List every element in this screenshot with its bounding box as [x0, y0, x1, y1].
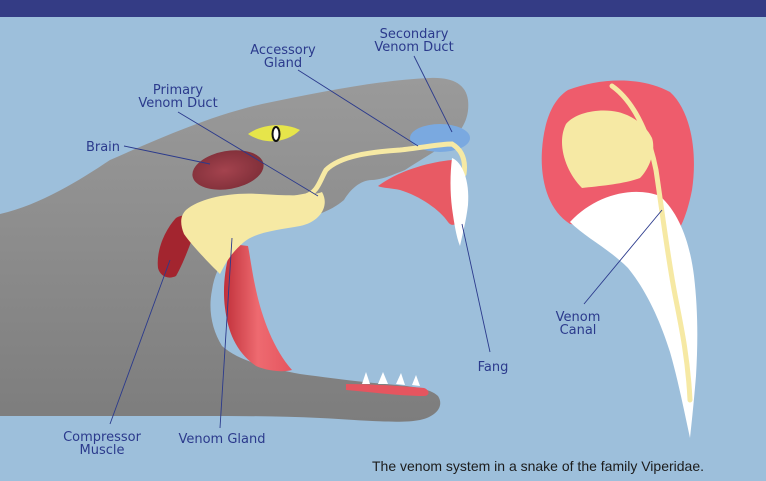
figure-caption: The venom system in a snake of the famil…	[372, 458, 704, 474]
label-brain: Brain	[78, 141, 128, 154]
label-secondary-venom-duct: Secondary Venom Duct	[364, 28, 464, 54]
label-primary-venom-duct: Primary Venom Duct	[128, 84, 228, 110]
label-venom-canal: Venom Canal	[546, 311, 610, 337]
label-compressor-muscle: Compressor Muscle	[52, 431, 152, 457]
mouth-interior	[224, 244, 292, 371]
leader-fang	[462, 224, 490, 352]
label-accessory-gland: Accessory Gland	[238, 44, 328, 70]
label-fang: Fang	[468, 361, 518, 374]
label-venom-gland: Venom Gland	[170, 433, 274, 446]
